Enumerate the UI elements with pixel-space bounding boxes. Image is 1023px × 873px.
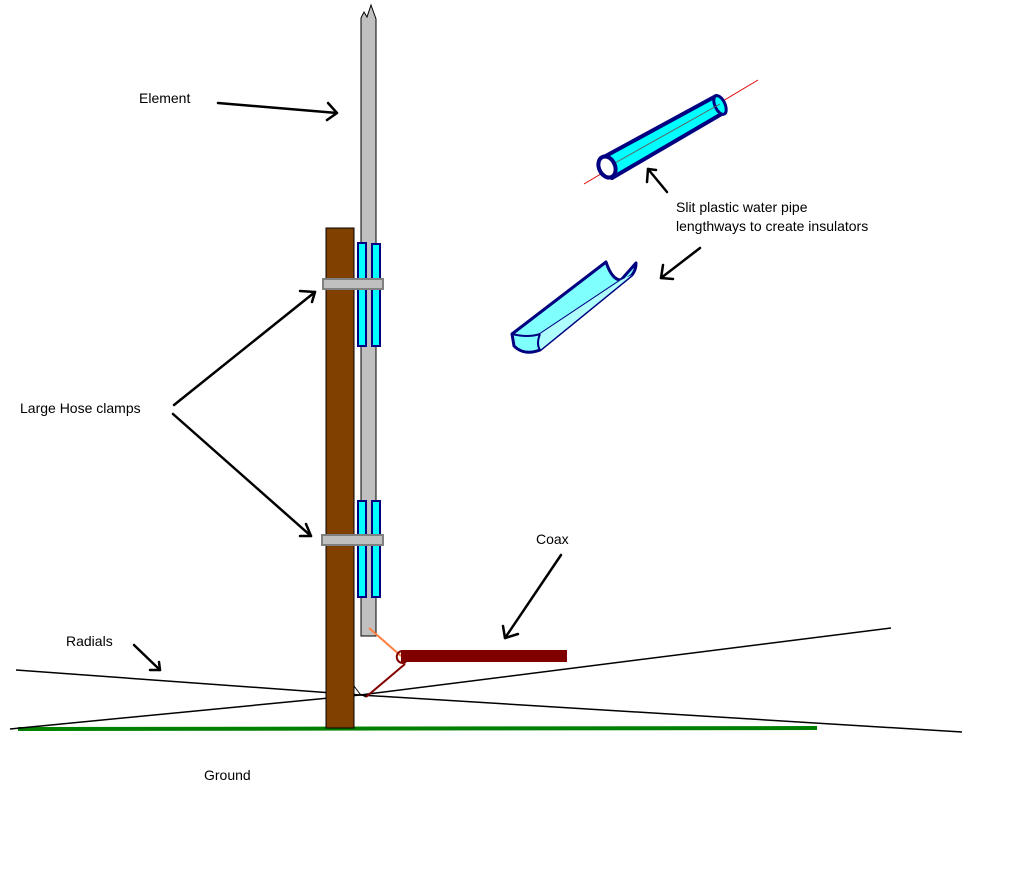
label-insulator-line2: lengthways to create insulators (676, 218, 868, 234)
radial-upper-left (15, 669, 361, 696)
insulator-lower-left (357, 500, 367, 598)
pipe-body (600, 94, 727, 180)
insulator-lower-right (371, 500, 381, 598)
wooden-post (325, 227, 355, 729)
label-ground: Ground (204, 767, 251, 783)
insulator-upper-left (357, 242, 367, 347)
coax-cable (401, 650, 567, 662)
slit-pipe-body (510, 260, 638, 354)
insulator-upper-right (371, 243, 381, 347)
arrow-radials (132, 643, 162, 672)
hose-clamp-upper (322, 278, 384, 290)
radial-lower-left (9, 694, 361, 730)
label-radials: Radials (66, 633, 113, 649)
feed-center-conductor (368, 627, 402, 657)
slit-pipe-lip (537, 333, 541, 351)
feed-shield-wire (365, 663, 406, 698)
arrow-clamp-lower (171, 412, 313, 538)
pipe-near-end (596, 154, 618, 180)
pipe-inner-axis (605, 103, 721, 169)
radial-upper-right (359, 627, 892, 696)
label-hose-clamps: Large Hose clamps (20, 400, 141, 416)
label-element: Element (139, 90, 190, 106)
ground-line (17, 726, 818, 731)
radial-lower-right (359, 694, 963, 733)
slit-pipe-illustration (510, 260, 638, 354)
shield-wire-to-radials (353, 685, 367, 698)
arrow-full-pipe (645, 167, 669, 194)
arrow-coax (501, 553, 563, 640)
slit-pipe-inner-face (540, 275, 632, 350)
arrow-slit-pipe (659, 246, 702, 281)
arrow-element (216, 101, 339, 122)
label-insulator-line1: Slit plastic water pipe (676, 199, 808, 215)
coax-end-loop (395, 650, 407, 664)
hose-clamp-lower (321, 534, 384, 546)
full-pipe-illustration (583, 79, 759, 185)
label-coax: Coax (536, 531, 569, 547)
arrow-clamp-upper (172, 289, 317, 407)
